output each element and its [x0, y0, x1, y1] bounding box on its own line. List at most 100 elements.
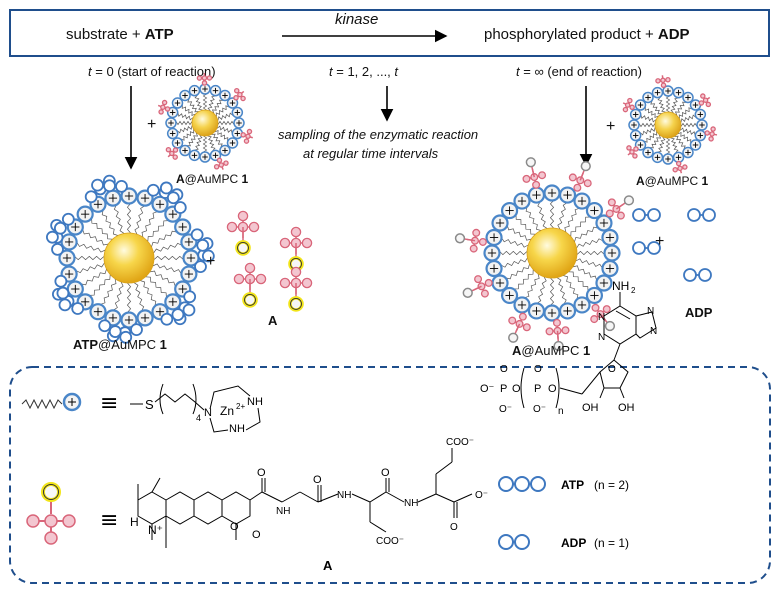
time-start-label: t = 0 (start of reaction) [88, 64, 216, 79]
atp-chain [190, 228, 204, 242]
free-adp [698, 268, 712, 282]
free-adp [702, 208, 716, 222]
atp-structure [581, 292, 657, 399]
atp-phosphate-1: O⁻ [480, 383, 495, 395]
atp-nh2-sub: 2 [631, 286, 636, 295]
bound-peptide [590, 315, 599, 324]
free-peptide-A [290, 266, 302, 278]
bound-peptide [607, 198, 616, 207]
carboxyl-O: O [450, 522, 458, 533]
legend-N1: N [204, 407, 212, 419]
small-np-right-peptide [633, 146, 639, 152]
small-np-right-peptide [675, 160, 682, 167]
atp-chain [159, 181, 173, 195]
small-np-left-peptide [243, 138, 250, 144]
caption-ADP: ADP [685, 305, 713, 320]
small-np-right-peptide [710, 126, 716, 132]
small-np-left-peptide [216, 157, 223, 164]
coumarin-structure [137, 448, 473, 548]
free-peptide-A [248, 221, 260, 233]
legend-chain-subscript: 4 [196, 413, 201, 423]
small-np-left-peptide [206, 75, 213, 81]
caption-A: A [268, 313, 278, 328]
atp-chain [84, 190, 98, 204]
amide-NH-2: NH [337, 490, 351, 501]
bound-peptide [602, 305, 611, 314]
free-adp [683, 268, 697, 282]
adp-icon [498, 534, 530, 550]
atp-chain [201, 249, 215, 263]
legend-A-label: A [323, 558, 333, 573]
small-np-left-peptide [223, 160, 229, 166]
free-peptide-A [244, 262, 256, 274]
atp-chain [61, 212, 75, 226]
atp-legend-label: ATP [561, 478, 584, 492]
bound-peptide [480, 289, 489, 298]
bound-peptide [616, 211, 625, 220]
small-np-left-peptide [196, 75, 203, 81]
bound-peptide [605, 209, 614, 218]
bound-peptide-head [623, 195, 635, 206]
plus-bottom-left: + [206, 253, 216, 270]
atp-chain [173, 201, 187, 214]
free-adp [687, 208, 701, 222]
caption-a-aumpc-bottom: A@AuMPC 1 [512, 343, 591, 358]
atp-P2-O-bot: O⁻ [533, 404, 546, 415]
small-np-left-peptide [233, 94, 239, 101]
free-peptide-A [290, 226, 302, 238]
carboxylate-bottom: COO⁻ [376, 536, 404, 547]
small-np-right-peptide [655, 78, 661, 84]
amide-O-2: O [313, 474, 322, 486]
small-np-right-peptide [705, 101, 712, 108]
small-np-left-peptide [201, 75, 208, 81]
small-np-right-peptide [629, 149, 635, 155]
atp-P2-O-top: O [534, 364, 542, 375]
free-peptide-A [237, 210, 249, 222]
small-np-left-peptide [169, 150, 175, 157]
caption-a-aumpc-left: A@AuMPC 1 [176, 172, 249, 186]
free-peptide-A [301, 277, 313, 289]
atp-icon [498, 476, 546, 492]
atp-chain [103, 179, 116, 193]
free-peptide-A [279, 277, 291, 289]
small-np-right-peptide [629, 104, 635, 111]
bound-peptide [561, 326, 570, 335]
small-np-right-peptide [624, 102, 631, 108]
small-np-right-peptide [700, 93, 706, 99]
atp-nh2: NH [612, 279, 629, 293]
atp-chain [91, 178, 104, 192]
small-np-right-peptide [682, 164, 688, 170]
small-np-right-peptide [702, 97, 709, 103]
atp-P1-O-bot: O⁻ [499, 404, 512, 415]
bound-peptide-head [462, 287, 473, 298]
atp-O-1: O [512, 383, 521, 395]
small-np-right-core [654, 111, 682, 139]
amide-NH-3: NH [404, 498, 418, 509]
small-np-left-peptide [240, 95, 246, 102]
atp-chain [160, 312, 174, 326]
small-np-left-peptide [160, 104, 166, 110]
small-np-left-peptide [233, 87, 240, 94]
bound-peptide [538, 171, 547, 180]
small-np-left-peptide [158, 109, 164, 115]
atp-chain [166, 191, 180, 205]
atp-chain [108, 325, 122, 338]
atp-chain [182, 303, 196, 317]
small-np-right-peptide [709, 131, 715, 137]
small-np-left-peptide [240, 132, 246, 138]
bound-peptide-head [580, 160, 591, 172]
a-aumpc-np-core [526, 227, 578, 279]
small-np-right-peptide [632, 153, 638, 159]
bound-peptide [522, 174, 531, 183]
carboxylate-side: O⁻ [475, 490, 488, 501]
legend-equiv-1: ≡ [100, 391, 118, 416]
small-np-left-peptide [172, 147, 179, 153]
bound-peptide [545, 327, 554, 336]
time-sampling-label: t = 1, 2, ..., t [329, 64, 399, 79]
atp-chain [115, 179, 128, 193]
atp-N-4: N [650, 326, 657, 337]
small-np-right-peptide [665, 76, 671, 83]
small-np-left-peptide [246, 128, 253, 135]
small-np-right-peptide [677, 165, 683, 172]
atp-chain [194, 260, 207, 274]
